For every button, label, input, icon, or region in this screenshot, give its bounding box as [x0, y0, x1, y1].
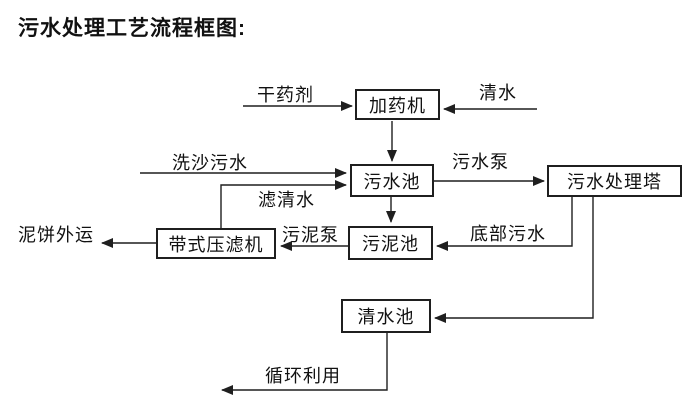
edge-label-bottom-sewage: 底部污水	[470, 224, 546, 244]
node-sludge-pool: 污泥池	[348, 226, 433, 260]
edge-label-recycling: 循环利用	[265, 366, 341, 386]
edge-label-sewage-pump: 污水泵	[452, 152, 509, 172]
arrow-recycling-out	[221, 333, 388, 395]
node-belt-filter-press: 带式压滤机	[156, 228, 276, 259]
edge-label-dry-agent: 干药剂	[257, 85, 314, 105]
arrow-bottom-sewage-to-sludge-pool	[436, 197, 573, 251]
diagram-title: 污水处理工艺流程框图:	[18, 17, 246, 40]
edge-label-filtered-water: 滤清水	[258, 190, 315, 210]
arrow-filtered-water-to-sewage-pool	[220, 180, 347, 228]
edge-label-clean-water: 清水	[479, 83, 517, 103]
edge-label-mud-cake-outbound: 泥饼外运	[18, 225, 94, 245]
node-sewage-pool: 污水池	[350, 164, 434, 197]
arrow-treatment-tower-to-clean-water-pool	[434, 197, 594, 323]
edge-label-sludge-pump: 污泥泵	[282, 225, 339, 245]
node-dosing-machine: 加药机	[355, 89, 440, 120]
edge-label-sand-washing-sewage: 洗沙污水	[172, 153, 248, 173]
node-clean-water-pool: 清水池	[341, 299, 431, 333]
node-sewage-treatment-tower: 污水处理塔	[547, 165, 682, 197]
